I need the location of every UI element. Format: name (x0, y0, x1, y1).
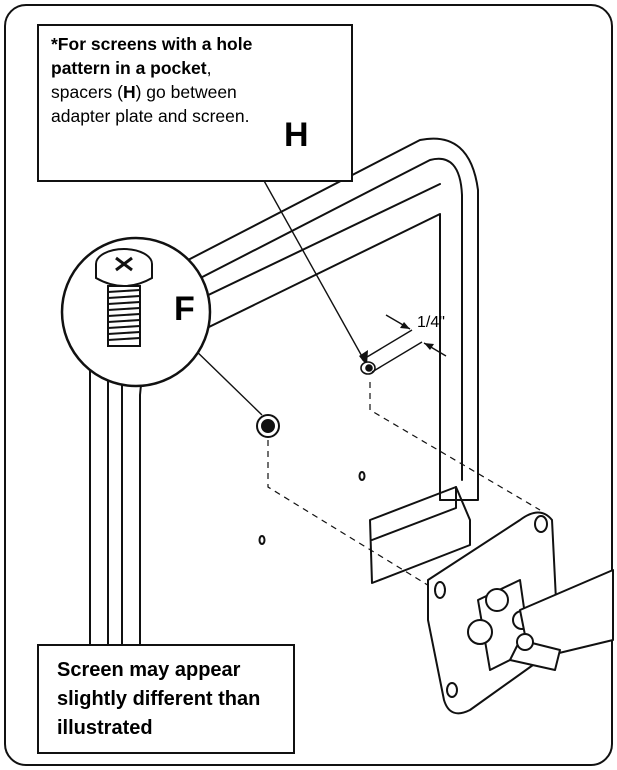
spacer-instruction-end: ) go between adapter plate and screen. (51, 82, 250, 126)
disclaimer-callout: Screen may appear slightly different tha… (37, 644, 295, 754)
spacer-letter-ref: H (122, 82, 136, 102)
mount-hole (258, 535, 266, 545)
spacer-on-screen (360, 361, 376, 375)
leader-line-screw (189, 344, 263, 416)
leader-line-spacer (257, 169, 365, 361)
spacer-part-label: H (284, 116, 309, 154)
spacer-instruction-callout: *For screens with a hole pattern in a po… (37, 24, 353, 182)
recess-pocket (369, 486, 471, 584)
spacer-instruction-text: *For screens with a hole pattern in a po… (51, 32, 271, 128)
alignment-line (267, 440, 453, 601)
recess-pocket-inner (371, 486, 457, 541)
mount-adapter-plate (427, 511, 614, 715)
screen-right-side (439, 469, 479, 501)
disclaimer-text: Screen may appear slightly different tha… (57, 659, 261, 739)
alignment-line (369, 382, 541, 511)
screw-part-label: F (174, 290, 195, 328)
screw-on-screen (256, 414, 280, 438)
spacer-instruction-mid: , spacers ( (51, 58, 212, 102)
page-border (4, 4, 613, 766)
spacer-instruction-bold: *For screens with a hole pattern in a po… (51, 34, 253, 78)
screen-bezel-inner-edge (107, 157, 463, 701)
mount-hole (358, 471, 366, 481)
dimension-label: 1/4" (417, 314, 445, 331)
screw-callout-circle (60, 236, 212, 388)
